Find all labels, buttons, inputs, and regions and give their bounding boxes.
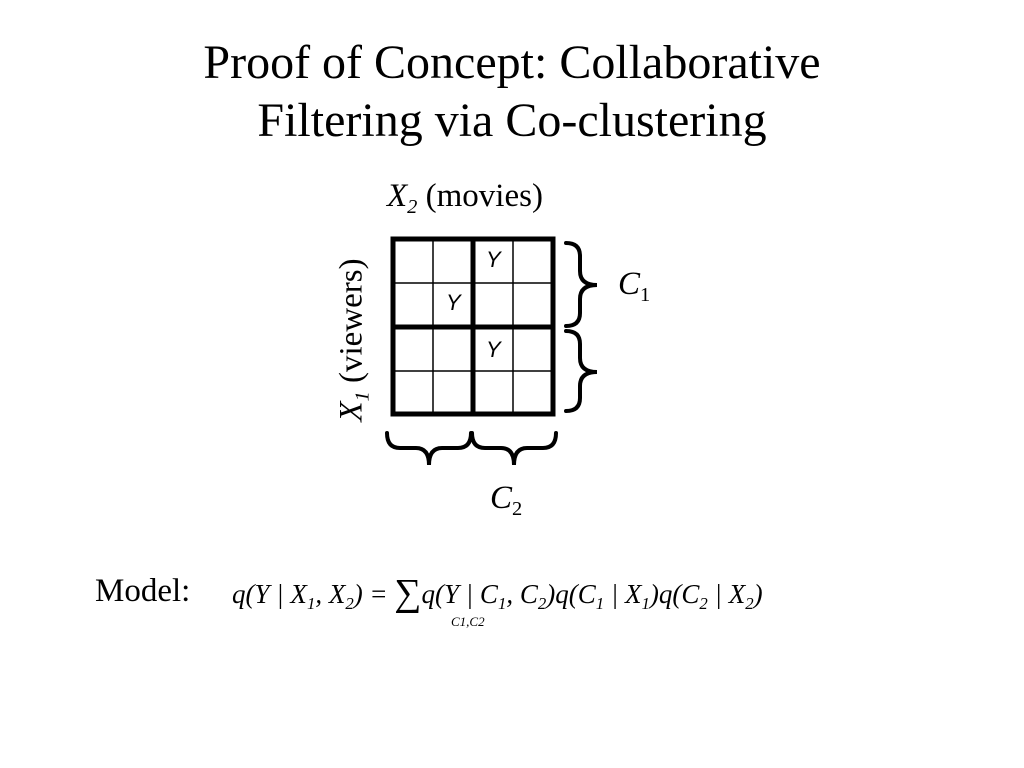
x2-movies-label: X2 (movies): [387, 178, 543, 218]
c1-symbol: C: [618, 266, 641, 302]
column-cluster-brace-left: [385, 431, 473, 466]
formula-lhs-mid: , X: [315, 579, 346, 609]
formula-rhs-c: )q(C: [649, 579, 700, 609]
row-cluster-brace-bottom: [564, 329, 598, 413]
row-cluster-braces: [564, 241, 598, 413]
formula-rhs-b: )q(C: [546, 579, 596, 609]
formula-lhs-sub2: 2: [345, 593, 354, 613]
formula-lhs-end: ) =: [353, 579, 388, 609]
x2-subscript: 2: [407, 196, 418, 219]
slide-title: Proof of Concept: Collaborative Filterin…: [0, 34, 1024, 150]
formula-rhs-a-sub1: 1: [497, 593, 507, 613]
c2-label: C2: [490, 480, 522, 520]
title-line-2: Filtering via Co-clustering: [257, 94, 767, 147]
model-label: Model:: [95, 573, 191, 609]
x1-text: (viewers): [333, 258, 370, 392]
formula-lhs-sub1: 1: [306, 593, 316, 613]
formula-rhs-end: ): [753, 579, 763, 609]
row-cluster-brace-top: [564, 241, 598, 328]
x1-viewers-label: X1 (viewers): [333, 258, 374, 422]
c1-label: C1: [618, 266, 650, 306]
formula-rhs-c-mid: | X: [707, 579, 746, 609]
x1-symbol: X: [333, 401, 370, 422]
grid-cell-y: Y: [486, 337, 501, 362]
summation-symbol: ∑: [394, 572, 422, 614]
formula-rhs-b-sub1: 1: [595, 593, 605, 613]
title-line-1: Proof of Concept: Collaborative: [203, 36, 821, 89]
c2-symbol: C: [490, 480, 513, 516]
x1-subscript: 1: [351, 391, 374, 402]
grid-cell-y: Y: [486, 247, 501, 272]
x2-symbol: X: [387, 178, 408, 214]
grid-cell-y: Y: [446, 290, 461, 315]
x2-text: (movies): [417, 178, 543, 214]
grid-block-lines: [390, 236, 556, 417]
model-formula: q(Y | X1, X2) = ∑q(Y | C1, C2)q(C1 | X1)…: [232, 572, 763, 613]
c1-subscript: 1: [640, 284, 651, 307]
formula-rhs-a-sub2: 2: [537, 593, 547, 613]
formula-rhs-b-sub2: 1: [641, 593, 650, 613]
summation-index: C1,C2: [451, 614, 485, 629]
formula-rhs-c-sub1: 2: [699, 593, 708, 613]
formula-rhs-c-sub2: 2: [745, 593, 754, 613]
formula-lhs: q(Y | X: [232, 579, 307, 609]
column-cluster-brace-right: [470, 431, 558, 466]
c2-subscript: 2: [512, 498, 523, 521]
formula-rhs-a: q(Y | C: [421, 579, 498, 609]
formula-rhs-a-mid: , C: [506, 579, 538, 609]
column-cluster-braces: [385, 431, 558, 466]
formula-rhs-b-mid: | X: [604, 579, 642, 609]
